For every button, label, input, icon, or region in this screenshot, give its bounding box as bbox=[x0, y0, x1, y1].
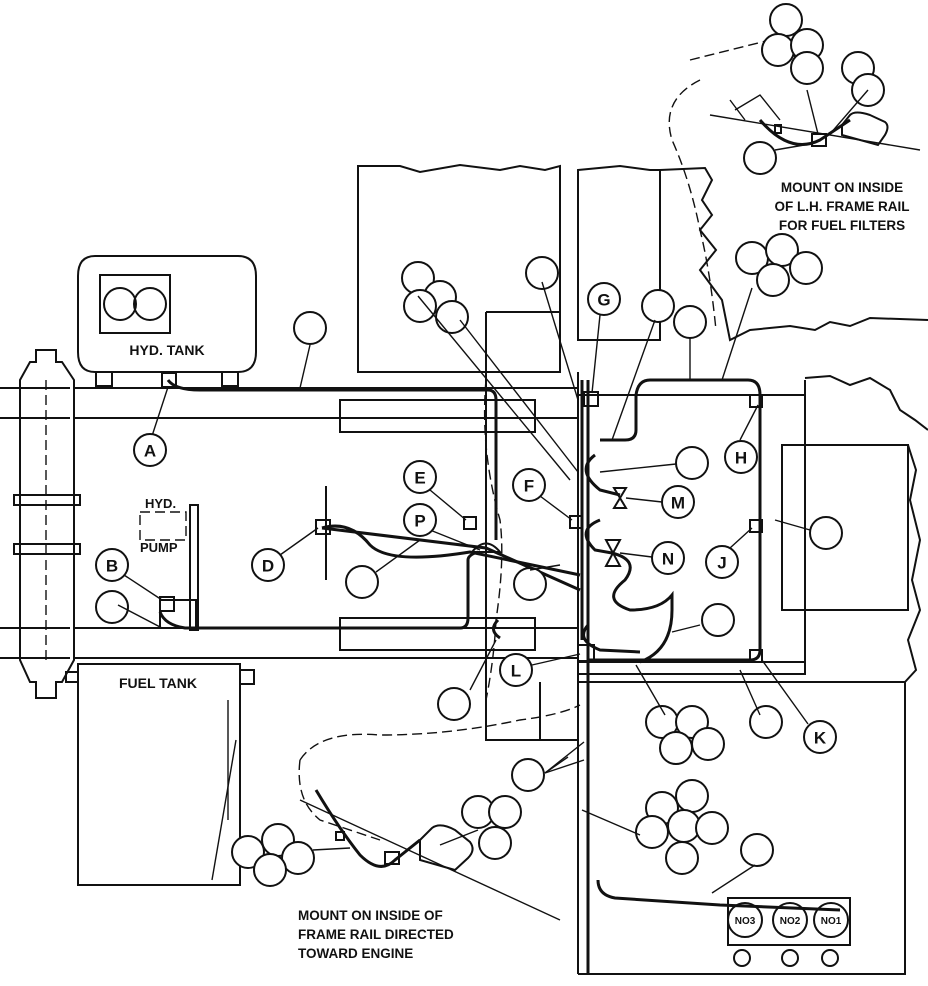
engine-label-3: NO1 bbox=[821, 916, 842, 927]
engine-label-2: NO2 bbox=[780, 916, 801, 927]
callout-p-label: P bbox=[414, 512, 425, 531]
item-bubble bbox=[789, 251, 823, 285]
item-bubble bbox=[790, 51, 824, 85]
callout-a: A bbox=[133, 386, 169, 467]
item-bubble bbox=[665, 841, 699, 875]
callout-f-label: F bbox=[524, 477, 534, 496]
callout-l: L bbox=[499, 653, 581, 687]
callout-j-label: J bbox=[717, 554, 726, 573]
bubble-leaders bbox=[117, 89, 869, 894]
frame-rails bbox=[0, 380, 806, 675]
item-bubble bbox=[95, 590, 129, 624]
engine-label-1: NO3 bbox=[735, 916, 756, 927]
callout-g-label: G bbox=[597, 291, 610, 310]
item-bubble bbox=[345, 565, 379, 599]
item-bubble bbox=[511, 758, 545, 792]
callout-letters: A B D E F G H bbox=[95, 282, 837, 754]
note-fuel-filters: MOUNT ON INSIDE OF L.H. FRAME RAIL FOR F… bbox=[775, 180, 910, 233]
item-bubble bbox=[293, 311, 327, 345]
item-bubble bbox=[809, 516, 843, 550]
item-bubble bbox=[403, 289, 437, 323]
clamps bbox=[159, 372, 763, 663]
item-bubble bbox=[675, 446, 709, 480]
item-bubble bbox=[513, 567, 547, 601]
engines: NO3 NO2 NO1 bbox=[727, 897, 851, 967]
callout-b-label: B bbox=[106, 557, 118, 576]
note-fuel-filters-1: MOUNT ON INSIDE bbox=[781, 180, 903, 195]
item-bubble bbox=[701, 603, 735, 637]
engine-mount-inset bbox=[299, 789, 561, 921]
callout-d: D bbox=[251, 527, 319, 582]
front-bumper bbox=[13, 349, 81, 699]
callout-m-label: M bbox=[671, 494, 685, 513]
callout-p: P bbox=[403, 503, 481, 551]
item-bubble bbox=[435, 300, 469, 334]
callout-m: M bbox=[625, 485, 695, 519]
item-bubble bbox=[253, 853, 287, 887]
hydraulic-pump: HYD. PUMP bbox=[139, 496, 199, 631]
fuel-tank: FUEL TANK bbox=[77, 663, 255, 886]
item-bubble bbox=[231, 835, 265, 869]
note-engine-mount-2: FRAME RAIL DIRECTED bbox=[298, 927, 454, 942]
hose-routing bbox=[158, 378, 841, 974]
item-bubble bbox=[478, 826, 512, 860]
note-fuel-filters-2: OF L.H. FRAME RAIL bbox=[775, 199, 910, 214]
item-bubble bbox=[756, 263, 790, 297]
item-bubble bbox=[525, 256, 559, 290]
item-bubble bbox=[675, 779, 709, 813]
item-bubble bbox=[488, 795, 522, 829]
callout-bubbles bbox=[95, 3, 885, 887]
item-bubble bbox=[743, 141, 777, 175]
callout-b: B bbox=[95, 548, 163, 601]
item-bubble bbox=[749, 705, 783, 739]
note-engine-mount: MOUNT ON INSIDE OF FRAME RAIL DIRECTED T… bbox=[298, 908, 454, 961]
callout-a-label: A bbox=[144, 442, 156, 461]
item-bubble bbox=[695, 811, 729, 845]
callout-k-label: K bbox=[814, 729, 827, 748]
hydraulic-tank: HYD. TANK bbox=[77, 255, 257, 387]
callout-e-label: E bbox=[414, 469, 425, 488]
callout-f: F bbox=[512, 468, 573, 521]
item-bubble bbox=[691, 727, 725, 761]
hyd-pump-label-2: PUMP bbox=[140, 540, 178, 555]
note-fuel-filters-3: FOR FUEL FILTERS bbox=[779, 218, 905, 233]
item-bubble bbox=[635, 815, 669, 849]
callout-e: E bbox=[403, 460, 467, 521]
item-bubble bbox=[659, 731, 693, 765]
item-bubble bbox=[673, 305, 707, 339]
callout-h-label: H bbox=[735, 449, 747, 468]
hyd-tank-label: HYD. TANK bbox=[129, 342, 204, 358]
callout-k: K bbox=[761, 659, 837, 754]
callout-n-label: N bbox=[662, 550, 674, 569]
callout-d-label: D bbox=[262, 557, 274, 576]
note-engine-mount-1: MOUNT ON INSIDE OF bbox=[298, 908, 443, 923]
hyd-pump-label-1: HYD. bbox=[145, 496, 176, 511]
dashed-outlines bbox=[298, 39, 801, 841]
item-bubble bbox=[437, 687, 471, 721]
callout-j: J bbox=[705, 527, 753, 579]
callout-l-label: L bbox=[511, 662, 521, 681]
callout-h: H bbox=[724, 404, 759, 474]
item-bubble bbox=[740, 833, 774, 867]
item-bubble bbox=[641, 289, 675, 323]
body-outlines bbox=[357, 163, 928, 975]
callout-n: N bbox=[619, 541, 685, 575]
fuel-tank-label: FUEL TANK bbox=[119, 675, 197, 691]
item-bubble bbox=[761, 33, 795, 67]
fuel-filter-inset bbox=[709, 94, 921, 151]
note-engine-mount-3: TOWARD ENGINE bbox=[298, 946, 413, 961]
callout-g: G bbox=[587, 282, 621, 394]
